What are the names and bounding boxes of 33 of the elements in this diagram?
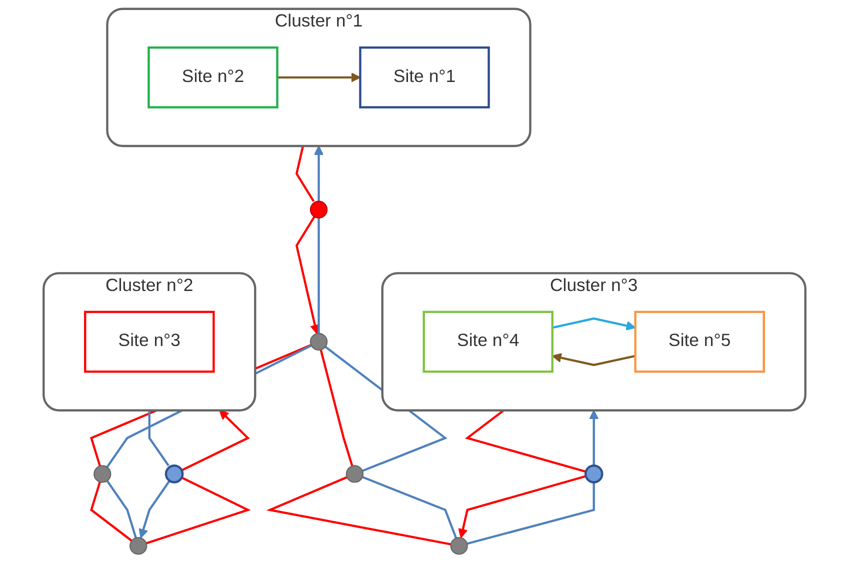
node-circle xyxy=(94,465,112,483)
connector xyxy=(318,218,320,334)
node-box: Site n°2 xyxy=(148,46,278,108)
arrow xyxy=(458,475,586,538)
arrow xyxy=(552,353,636,366)
connector xyxy=(148,410,170,466)
arrow xyxy=(588,410,599,466)
node-circle xyxy=(310,332,328,351)
node-circle xyxy=(346,465,364,483)
node-circle xyxy=(450,537,468,555)
arrow xyxy=(138,480,170,538)
arrow xyxy=(295,216,320,334)
connector xyxy=(466,482,595,545)
connector xyxy=(362,476,458,539)
node-circle xyxy=(310,200,328,218)
arrow xyxy=(552,317,636,331)
node-box: Site n°5 xyxy=(634,310,765,373)
node-circle xyxy=(584,464,604,484)
connector xyxy=(90,482,132,542)
node-circle xyxy=(164,464,184,484)
arrow xyxy=(314,146,324,202)
node-box: Site n°4 xyxy=(422,310,554,373)
connector xyxy=(146,476,251,544)
node-circle xyxy=(129,537,148,555)
connector xyxy=(266,476,452,546)
node-box: Site n°1 xyxy=(359,46,490,108)
connector xyxy=(106,480,137,538)
connector xyxy=(295,146,315,202)
connector xyxy=(320,350,354,466)
arrow xyxy=(277,72,361,82)
arrow xyxy=(182,410,250,471)
connector xyxy=(464,409,586,473)
node-box: Site n°3 xyxy=(84,310,215,373)
